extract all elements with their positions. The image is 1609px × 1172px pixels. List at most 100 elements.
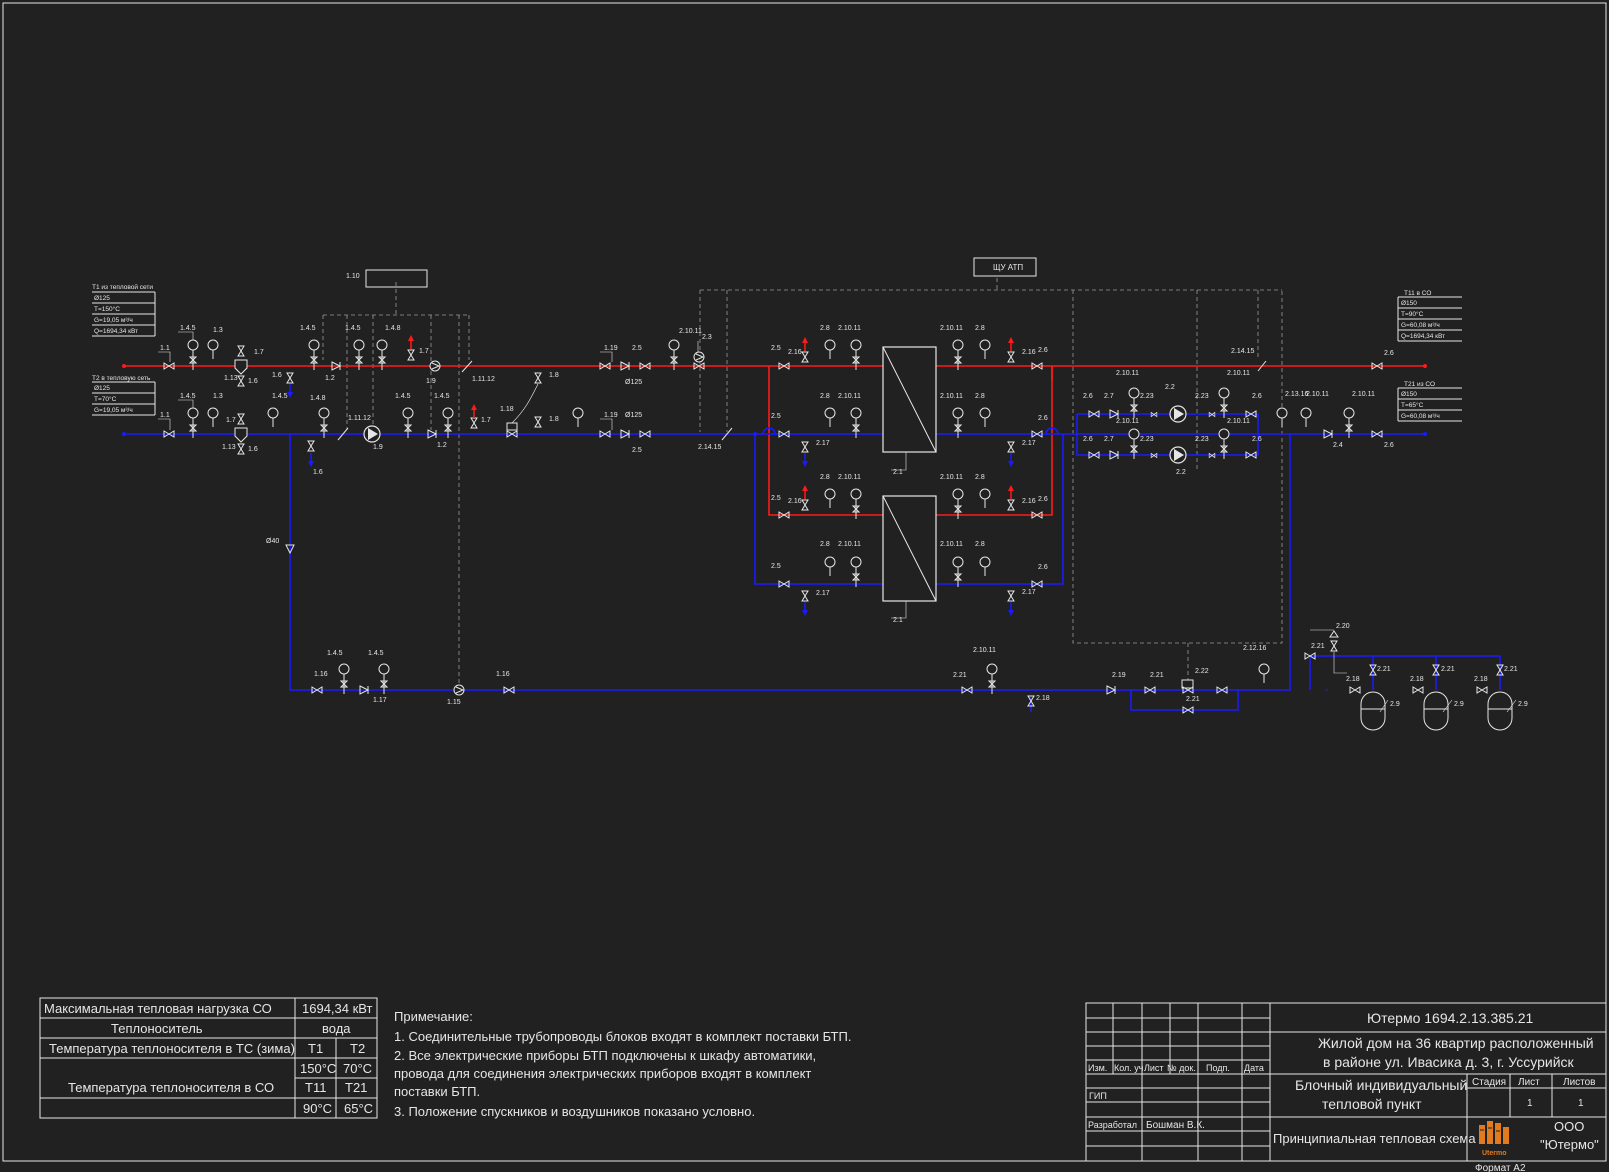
label-l221b: 2.21 bbox=[1150, 672, 1164, 679]
label-l216b: 2.16 bbox=[1022, 349, 1036, 356]
label-l21415b: 2.14.15 bbox=[1231, 348, 1254, 355]
label-box_110_label: 1.10 bbox=[346, 273, 360, 280]
label-title1: Блочный индивидуальный bbox=[1295, 1077, 1467, 1093]
glyph: ⋈ bbox=[1208, 451, 1216, 460]
gauge-icon bbox=[1258, 663, 1270, 684]
valve-icon bbox=[534, 372, 542, 384]
label-1: Ø125 bbox=[94, 295, 110, 302]
valve-icon bbox=[1007, 441, 1015, 453]
label-h_date: Дата bbox=[1244, 1063, 1264, 1073]
label-h_kol: Кол. уч bbox=[1114, 1063, 1144, 1073]
label-l118: 1.18 bbox=[500, 406, 514, 413]
label-logo_word: Utermo bbox=[1482, 1150, 1507, 1157]
valve-icon bbox=[1330, 640, 1338, 652]
label-l116a: 1.16 bbox=[314, 671, 328, 678]
gauge-icon bbox=[824, 407, 836, 428]
drain-arrow-icon bbox=[801, 452, 809, 468]
label-l21011a: 2.10.11 bbox=[679, 328, 702, 335]
label-l218b: 2.18 bbox=[1346, 676, 1360, 683]
label-l28c: 2.8 bbox=[975, 325, 985, 332]
label-razrab: Разработал bbox=[1088, 1120, 1137, 1130]
gauge-icon bbox=[1218, 428, 1230, 449]
valve-icon bbox=[1349, 686, 1361, 694]
notes: Примечание: 1. Соединительные трубопрово… bbox=[394, 1009, 851, 1119]
gauge-icon bbox=[850, 488, 862, 509]
label-l1112b: 1.11.12 bbox=[348, 415, 371, 422]
label-n1: 1. Соединительные трубопроводы блоков вх… bbox=[394, 1029, 851, 1044]
label-l17c: 1.7 bbox=[419, 348, 429, 355]
label-l218c: 2.18 bbox=[1410, 676, 1424, 683]
t21-in-box: Т21 из СО Ø150 T=65°С G=60,08 м³/ч bbox=[1397, 381, 1462, 422]
label-0: Теплоноситель bbox=[111, 1021, 203, 1036]
gauge-icon bbox=[1276, 407, 1288, 428]
label-l223b: 2.23 bbox=[1195, 393, 1209, 400]
gauge-icon bbox=[979, 556, 991, 577]
label-l223a: 2.23 bbox=[1140, 393, 1154, 400]
label-h_podp: Подп. bbox=[1206, 1063, 1230, 1073]
glyph: ⋈ bbox=[1150, 451, 1158, 460]
label-l21011k: 2.10.11 bbox=[1227, 370, 1250, 377]
gauge-icon bbox=[986, 663, 998, 684]
label-d125a: Ø125 bbox=[625, 379, 642, 386]
label-l221d: 2.21 bbox=[1311, 643, 1325, 650]
gauge-icon bbox=[353, 339, 365, 360]
label-l26j: 2.6 bbox=[1384, 442, 1394, 449]
gauge-icon bbox=[267, 407, 279, 428]
gauge-icon bbox=[850, 556, 862, 577]
label-l27a: 2.7 bbox=[1104, 393, 1114, 400]
valve-icon bbox=[237, 345, 245, 357]
label-l148a: 1.4.8 bbox=[385, 325, 401, 332]
label-l217a: 2.17 bbox=[816, 440, 830, 447]
drain-arrow-icon bbox=[307, 452, 315, 468]
gauge-icon bbox=[668, 339, 680, 360]
label-l25a: 2.5 bbox=[632, 345, 642, 352]
pump-icon bbox=[1169, 405, 1187, 423]
label-l26g: 2.6 bbox=[1252, 393, 1262, 400]
summary-table: Максимальная тепловая нагрузка СО 1694,3… bbox=[39, 997, 378, 1119]
label-3: G=60,08 м³/ч bbox=[1401, 413, 1440, 420]
title-block-text: Ютермо 1694.2.13.385.21 Жилой дом на 36 … bbox=[1088, 1010, 1599, 1172]
label-l221f: 2.21 bbox=[1441, 666, 1455, 673]
label-code: Ютермо 1694.2.13.385.21 bbox=[1367, 1010, 1533, 1026]
label-org2: "Ютермо" bbox=[1540, 1137, 1599, 1152]
label-l16a: 1.6 bbox=[248, 378, 258, 385]
tap-icon bbox=[189, 424, 197, 439]
label-org1: ООО bbox=[1554, 1119, 1584, 1134]
equipment-symbols: ⋈ ⋈ ⋈ ⋈ bbox=[163, 334, 1513, 731]
valve-icon bbox=[1007, 351, 1015, 363]
label-l1131: 1.13 bbox=[224, 375, 238, 382]
tap-icon bbox=[954, 424, 962, 439]
label-l21316: 2.13.16 bbox=[1285, 391, 1308, 398]
label-object2: в районе ул. Ивасика д. 3, г. Уссурийск bbox=[1323, 1054, 1575, 1070]
label-l26d: 2.6 bbox=[1038, 564, 1048, 571]
label-l26b: 2.6 bbox=[1038, 415, 1048, 422]
filter-icon bbox=[234, 359, 248, 375]
label-0: Т1 из тепловой сети bbox=[92, 283, 153, 291]
label-0: 90°С bbox=[303, 1101, 332, 1116]
label-gip: ГИП bbox=[1089, 1091, 1107, 1101]
label-l26a: 2.6 bbox=[1038, 347, 1048, 354]
drain-arrow-icon bbox=[1007, 601, 1015, 617]
tap-icon bbox=[380, 680, 388, 695]
gauge-icon bbox=[850, 339, 862, 360]
label-l25b: 2.5 bbox=[632, 447, 642, 454]
expansion-tank-icon bbox=[1360, 691, 1386, 731]
valve-icon bbox=[801, 499, 809, 511]
gauge-icon bbox=[824, 488, 836, 509]
gauge-icon bbox=[1128, 387, 1140, 408]
gauge-icon bbox=[378, 663, 390, 684]
label-l21415a: 2.14.15 bbox=[698, 444, 721, 451]
heat-exchanger-1 bbox=[882, 346, 937, 453]
label-list: Лист bbox=[1518, 1077, 1540, 1088]
label-l223d: 2.23 bbox=[1195, 436, 1209, 443]
label-0: Температура теплоносителя в ТС (зима) bbox=[49, 1041, 295, 1056]
gauge-icon bbox=[952, 556, 964, 577]
label-l145a: 1.4.5 bbox=[180, 325, 196, 332]
label-listov_val: 1 bbox=[1578, 1098, 1584, 1109]
label-l21011o: 2.10.11 bbox=[1352, 391, 1375, 398]
label-l25d: 2.5 bbox=[771, 413, 781, 420]
meter-icon bbox=[693, 351, 705, 363]
label-0: Т11 в СО bbox=[1404, 290, 1431, 297]
